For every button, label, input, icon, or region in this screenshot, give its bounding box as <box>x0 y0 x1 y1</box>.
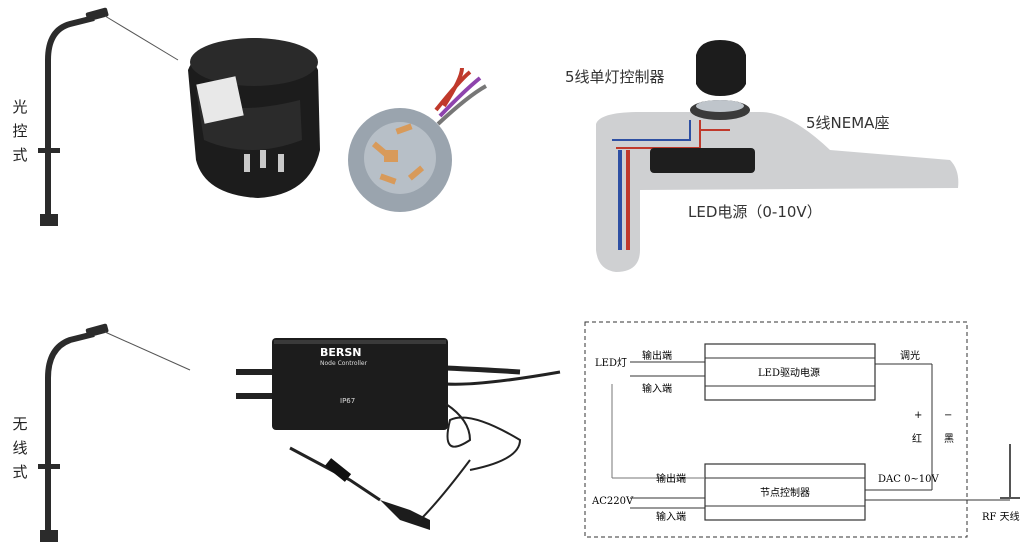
wiring-red: 红 <box>912 434 922 445</box>
wiring-diagram <box>584 321 1020 538</box>
callout-power: LED电源（0-10V） <box>688 203 822 221</box>
wiring-plus: + <box>914 410 923 421</box>
wiring-black: 黑 <box>944 434 954 445</box>
photocell-image <box>188 38 320 198</box>
callout-controller: 5线单灯控制器 <box>565 68 665 86</box>
wiring-output-top: 输出端 <box>642 351 672 362</box>
nema-socket-image <box>348 67 487 212</box>
wiring-node-box: 节点控制器 <box>760 488 810 499</box>
street-lamp-bottom <box>38 323 191 542</box>
wiring-dimming: 调光 <box>900 351 920 362</box>
wiring-led-lamp: LED灯 <box>595 358 627 369</box>
wiring-ac: AC220V <box>592 496 634 507</box>
controller-rating: IP67 <box>340 397 356 405</box>
label-char: 控 <box>12 122 28 140</box>
wiring-output-bottom: 输出端 <box>656 474 686 485</box>
wiring-input-top: 输入端 <box>642 384 672 395</box>
wiring-minus: − <box>944 410 953 421</box>
street-lamp-top <box>38 7 179 226</box>
label-char: 光 <box>12 98 28 116</box>
wiring-antenna: RF 天线 <box>982 512 1020 523</box>
label-char: 线 <box>12 439 28 457</box>
wiring-driver-box: LED驱动电源 <box>758 368 820 379</box>
node-controller-image <box>236 338 561 530</box>
wiring-dac: DAC 0~10V <box>878 474 939 485</box>
label-char: 式 <box>12 463 28 481</box>
controller-brand: BERSN <box>320 346 362 359</box>
callout-socket: 5线NEMA座 <box>806 114 890 132</box>
wiring-input-bottom: 输入端 <box>656 512 686 523</box>
label-wireless: 无 线 式 <box>10 412 30 484</box>
label-char: 式 <box>12 146 28 164</box>
fixture-diagram <box>596 40 959 272</box>
label-char: 无 <box>12 415 28 433</box>
controller-name: Node Controller <box>320 360 368 367</box>
label-photocontrol: 光 控 式 <box>10 95 30 167</box>
